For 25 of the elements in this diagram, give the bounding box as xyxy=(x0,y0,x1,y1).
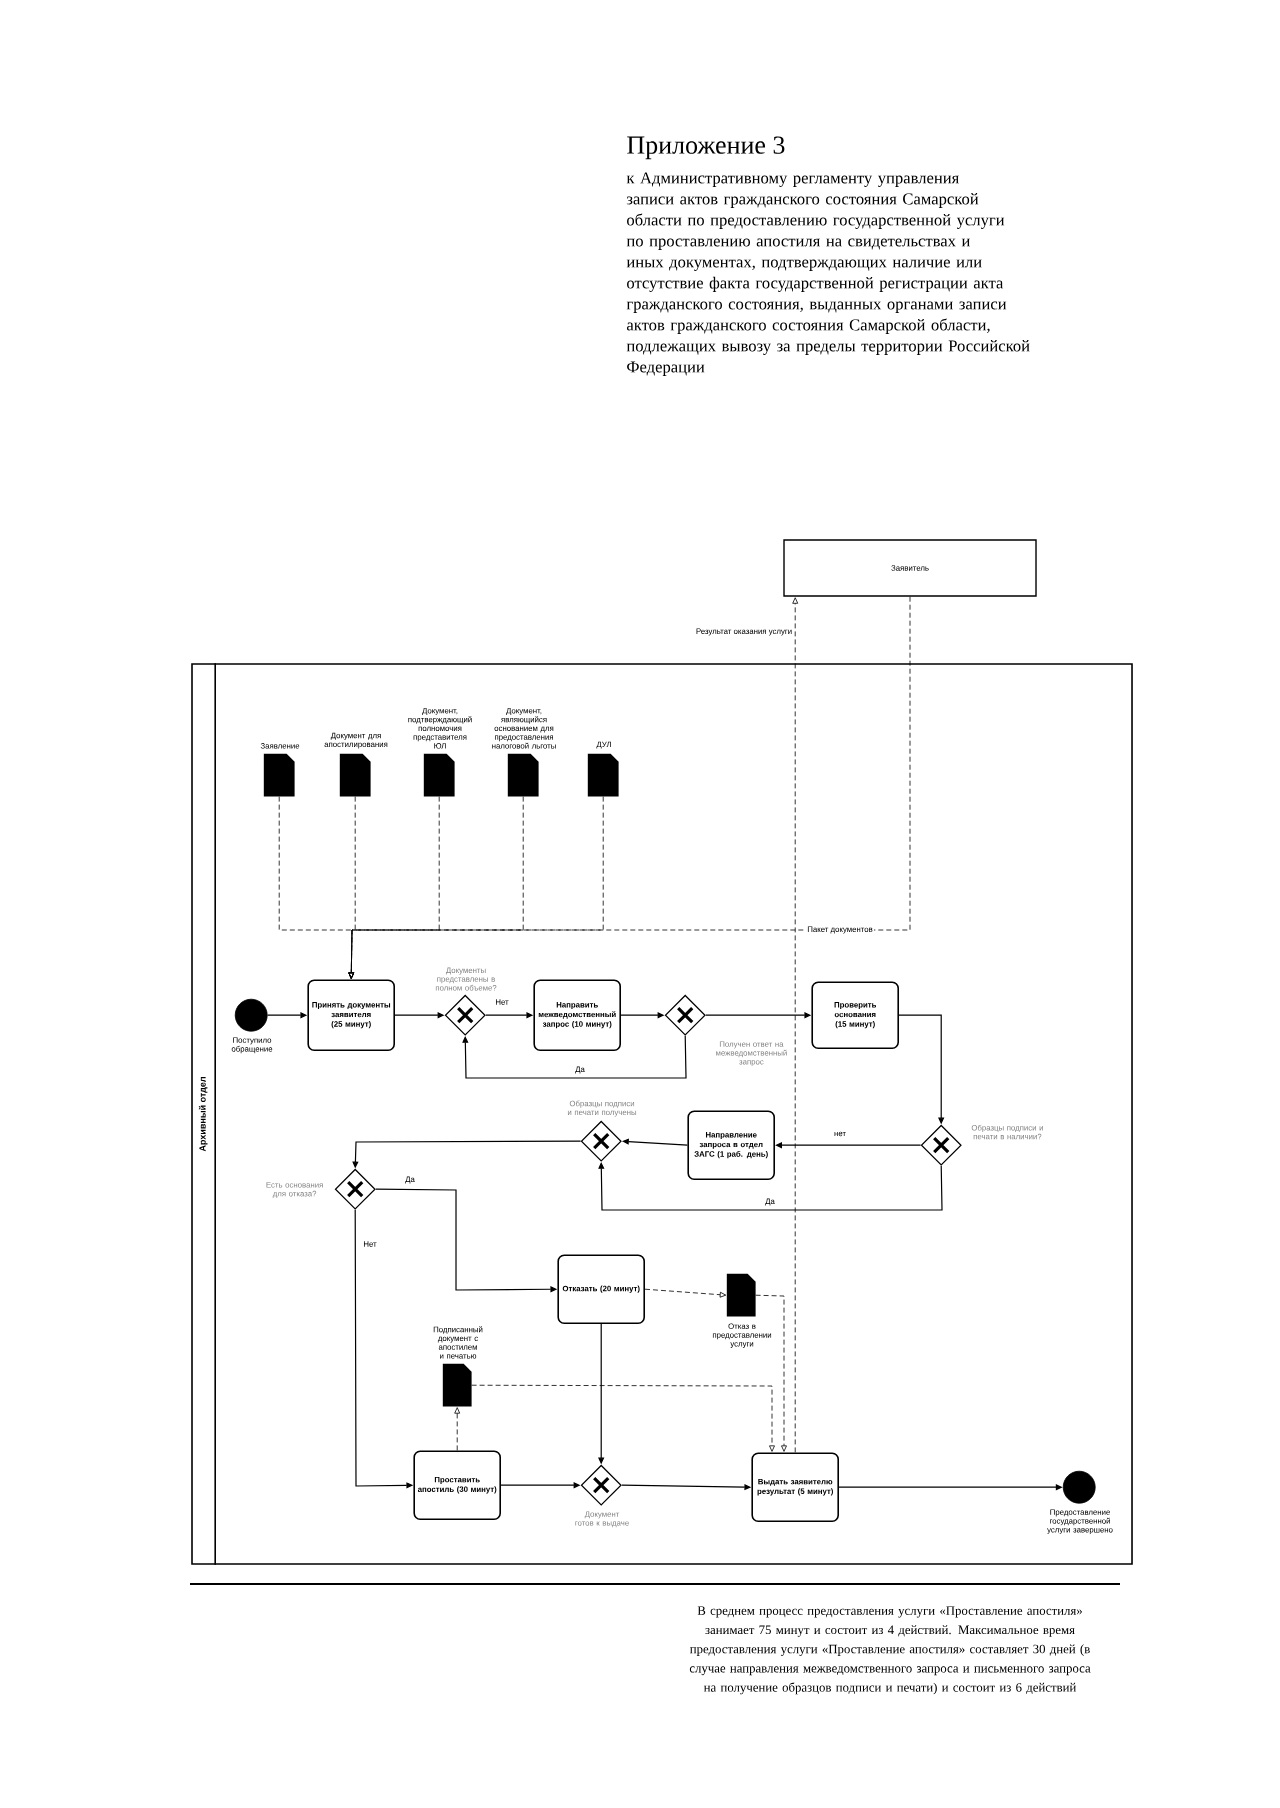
document-icon xyxy=(442,1363,472,1407)
arrow xyxy=(471,1384,775,1452)
arrow xyxy=(454,1407,461,1451)
document-icon xyxy=(423,753,455,797)
gateway-diamond xyxy=(664,994,706,1036)
arrow xyxy=(792,597,799,1453)
document-icon xyxy=(263,753,295,797)
gateway-diamond xyxy=(580,1120,622,1162)
document-icon xyxy=(726,1273,756,1317)
arrow xyxy=(348,596,911,979)
document-icon xyxy=(587,753,619,797)
arrow xyxy=(775,1142,922,1149)
gateway-diamond xyxy=(580,1464,622,1506)
document-icon xyxy=(339,753,371,797)
arrow xyxy=(755,1294,787,1452)
arrow xyxy=(644,1288,727,1298)
title: Приложение 3 xyxy=(627,136,785,160)
arrow xyxy=(462,1035,687,1079)
gateway-diamond xyxy=(920,1124,962,1166)
event-circle xyxy=(234,998,268,1032)
event-circle xyxy=(1062,1470,1096,1504)
document-icon xyxy=(507,753,539,797)
appendix-text: к Административному регламенту управления записи актов гражданского состояния Самарской области по предоставлению государственной услуги по проставлению апостиля на свидетельствах и иных документах, подтверждающих наличие или отсутствие факта государственной регистрации акта гражданского состояния, выданных органами записи актов гражданского состояния Самарской области, подлежащих вывозу за пределы территории Российской Федерации xyxy=(626,172,1030,376)
gateway-diamond xyxy=(334,1168,376,1210)
gateway-diamond xyxy=(444,994,486,1036)
